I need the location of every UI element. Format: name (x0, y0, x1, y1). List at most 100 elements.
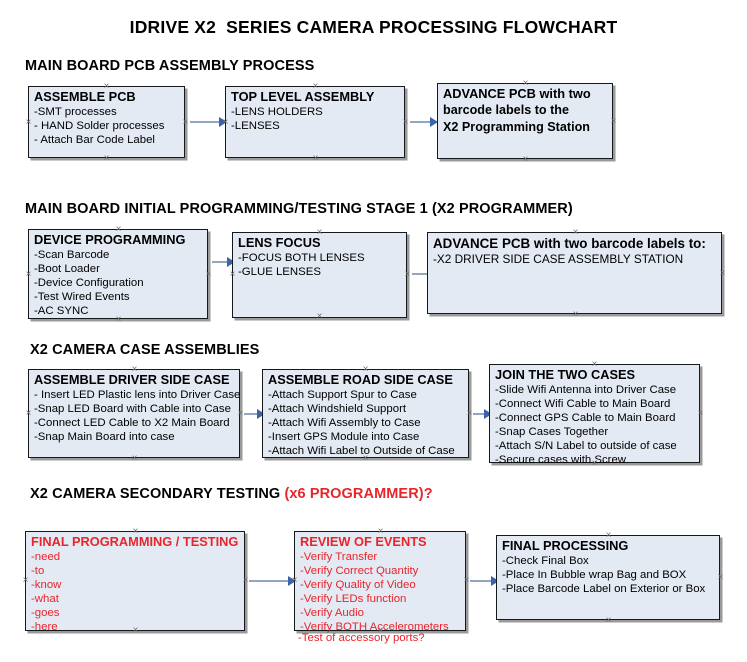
connector-arrow-icon (257, 409, 265, 419)
flow-node-lens-focus[interactable]: LENS FOCUS -FOCUS BOTH LENSES -GLUE LENS… (232, 232, 407, 318)
selection-handle[interactable] (590, 360, 599, 369)
selection-handle[interactable] (221, 118, 230, 127)
selection-handle[interactable] (102, 82, 111, 91)
selection-handle[interactable] (716, 573, 725, 582)
node-line: -SMT processes (34, 105, 117, 118)
node-title: TOP LEVEL ASSEMBLY (231, 89, 375, 104)
node-line: -Attach Windshield Support (268, 402, 407, 415)
connector-line (410, 121, 435, 123)
flow-node-assemble-pcb[interactable]: ASSEMBLE PCB -SMT processes - HAND Solde… (28, 86, 185, 158)
selection-handle[interactable] (361, 365, 370, 374)
node-title: ASSEMBLE PCB (34, 89, 136, 104)
node-line: -Verify Audio (300, 607, 364, 620)
section-heading-x2-camera-secondary-testing: X2 CAMERA SECONDARY TESTING (x6 PROGRAMM… (30, 486, 433, 502)
selection-handle[interactable] (311, 82, 320, 91)
flow-node-assemble-driver-side-case[interactable]: ASSEMBLE DRIVER SIDE CASE - Insert LED P… (28, 369, 240, 458)
node-overflow-line: -Test of accessory ports? (298, 631, 425, 644)
selection-handle[interactable] (24, 270, 33, 279)
node-line: -Test Wired Events (34, 291, 130, 304)
node-line: -Verify Transfer (300, 550, 378, 563)
flow-node-final-processing[interactable]: FINAL PROCESSING -Check Final Box -Place… (496, 535, 720, 620)
node-line: -to (31, 564, 45, 577)
flow-node-join-the-two-cases[interactable]: JOIN THE TWO CASES -Slide Wifi Antenna i… (489, 364, 700, 466)
selection-handle[interactable] (131, 527, 140, 536)
section-heading-text: X2 CAMERA SECONDARY TESTING (30, 486, 285, 502)
node-title: ADVANCE PCB with two (443, 86, 591, 101)
selection-handle[interactable] (181, 118, 190, 127)
selection-handle[interactable] (521, 79, 530, 88)
node-title: REVIEW OF EVENTS (300, 534, 427, 549)
selection-handle[interactable] (403, 270, 412, 279)
node-line: -Snap Cases Together (495, 426, 609, 439)
selection-handle[interactable] (401, 118, 410, 127)
selection-handle[interactable] (204, 270, 213, 279)
connector-line (473, 413, 489, 415)
selection-handle[interactable] (521, 155, 530, 164)
node-line: -Snap LED Board with Cable into Case (34, 402, 231, 415)
node-line: X2 Programming Station (443, 119, 590, 134)
selection-handle[interactable] (571, 310, 580, 319)
selection-handle[interactable] (718, 269, 727, 278)
selection-handle[interactable] (24, 118, 33, 127)
node-title: JOIN THE TWO CASES (495, 367, 636, 382)
node-title: LENS FOCUS (238, 235, 321, 250)
node-line: -LENS HOLDERS (231, 105, 323, 118)
selection-handle[interactable] (604, 531, 613, 540)
node-line: -need (31, 550, 61, 563)
selection-handle[interactable] (102, 154, 111, 163)
selection-handle[interactable] (130, 454, 139, 463)
selection-handle[interactable] (21, 576, 30, 585)
node-line: -GLUE LENSES (238, 265, 321, 278)
section-heading-x2-camera-case-assemblies: X2 CAMERA CASE ASSEMBLIES (30, 342, 259, 358)
flow-node-advance-pcb-to-driver-side-case-station[interactable]: ADVANCE PCB with two barcode labels to: … (427, 232, 722, 314)
flow-node-final-programming-testing[interactable]: FINAL PROGRAMMING / TESTING -need -to -k… (25, 531, 245, 633)
selection-handle[interactable] (590, 459, 599, 468)
node-line: -Connect GPS Cable to Main Board (495, 412, 676, 424)
selection-handle[interactable] (571, 228, 580, 237)
node-title: FINAL PROGRAMMING / TESTING (31, 534, 239, 549)
node-line: -Verify BOTH Accelerometers (300, 621, 449, 634)
selection-handle[interactable] (114, 315, 123, 324)
node-line: - HAND Solder processes (34, 119, 165, 132)
selection-handle[interactable] (311, 154, 320, 163)
selection-handle[interactable] (228, 270, 237, 279)
section-heading-accent: (x6 PROGRAMMER)? (284, 486, 433, 502)
node-line: -goes (31, 607, 60, 620)
selection-handle[interactable] (290, 576, 299, 585)
selection-handle[interactable] (131, 626, 140, 635)
node-line: -Attach Support Spur to Case (268, 388, 417, 401)
node-line: - Attach Bar Code Label (34, 134, 155, 146)
flow-node-assemble-road-side-case[interactable]: ASSEMBLE ROAD SIDE CASE -Attach Support … (262, 369, 469, 458)
selection-handle[interactable] (376, 626, 385, 635)
flow-node-advance-pcb-to-x2-programming-station[interactable]: ADVANCE PCB with two barcode labels to t… (437, 83, 613, 159)
selection-handle[interactable] (696, 409, 705, 418)
flow-node-review-of-events[interactable]: REVIEW OF EVENTS -Verify Transfer -Verif… (294, 531, 466, 644)
node-title: ASSEMBLE ROAD SIDE CASE (268, 372, 453, 387)
node-line: -Verify Quality of Video (300, 579, 416, 591)
selection-handle[interactable] (24, 409, 33, 418)
selection-handle[interactable] (130, 365, 139, 374)
selection-handle[interactable] (609, 117, 618, 126)
node-line: -what (31, 593, 59, 606)
node-line: -Attach Wifi Assembly to Case (268, 417, 421, 429)
selection-handle[interactable] (376, 527, 385, 536)
node-title: ADVANCE PCB with two barcode labels to: (433, 236, 706, 251)
node-line: -Slide Wifi Antenna into Driver Case (495, 383, 677, 396)
section-heading-main-board-pcb-assembly: MAIN BOARD PCB ASSEMBLY PROCESS (25, 58, 314, 74)
selection-handle[interactable] (604, 616, 613, 625)
flow-node-device-programming[interactable]: DEVICE PROGRAMMING -Scan Barcode -Boot L… (28, 229, 208, 319)
node-title: ASSEMBLE DRIVER SIDE CASE (34, 372, 230, 387)
section-heading-text: MAIN BOARD PCB ASSEMBLY PROCESS (25, 58, 315, 74)
selection-handle[interactable] (114, 225, 123, 234)
connector-arrow-icon (484, 409, 492, 419)
flow-node-top-level-assembly[interactable]: TOP LEVEL ASSEMBLY -LENS HOLDERS -LENSES (225, 86, 405, 158)
node-line: -Place Barcode Label on Exterior or Box (502, 583, 706, 595)
node-line: -Insert GPS Module into Case (268, 431, 420, 444)
selection-handle[interactable] (315, 228, 324, 237)
selection-handle[interactable] (315, 312, 324, 321)
selection-handle[interactable] (361, 454, 370, 463)
connector-line (249, 580, 292, 582)
node-line: barcode labels to the (443, 102, 569, 117)
node-line: -LENSES (231, 119, 280, 132)
node-title: DEVICE PROGRAMMING (34, 232, 186, 247)
